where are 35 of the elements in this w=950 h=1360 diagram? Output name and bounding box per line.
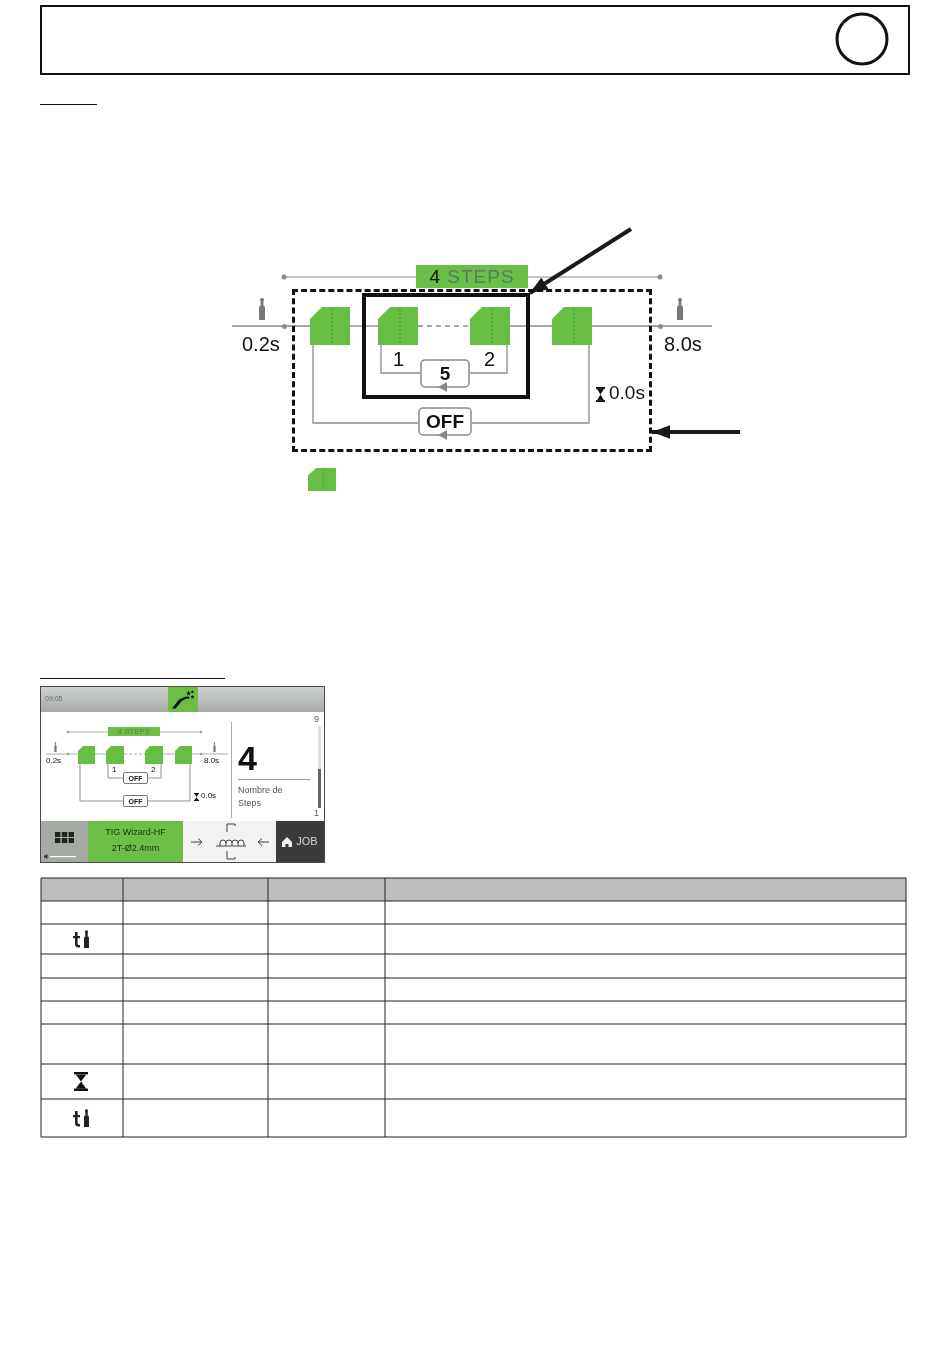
arrow (528, 227, 633, 295)
connector-line (231, 325, 311, 327)
step-number: 1 (393, 349, 405, 369)
duration-label: 0.2s (46, 757, 62, 765)
parameter-name: Nombre de Steps (238, 784, 284, 810)
dashed-frame (292, 289, 652, 452)
electrode-size: 2T-Ø2.4mm (110, 844, 161, 853)
connector-line (349, 325, 379, 327)
duration-label: 0.0s (201, 792, 217, 800)
connector-line (469, 344, 508, 374)
duration-label: 0.0s (609, 383, 645, 402)
step-number: 2 (484, 349, 496, 369)
duration-label: 0.2s (242, 334, 280, 354)
step-block (552, 307, 592, 345)
connector-line (417, 325, 471, 327)
steps-banner: 4 STEPS (416, 265, 528, 288)
connector-line (380, 344, 421, 374)
duration-label: 8.0s (204, 757, 220, 765)
step-block (310, 307, 350, 345)
scale-min: 1 (314, 809, 319, 818)
step-number: 2 (151, 766, 156, 774)
value-readout: 4 (238, 741, 257, 775)
highlight-frame (362, 293, 530, 399)
job-button: JOB (276, 821, 324, 862)
connector-line (471, 344, 590, 424)
connector-line (591, 325, 713, 327)
arrow (652, 425, 740, 439)
scale-max: 9 (314, 715, 319, 724)
duration-label: 8.0s (664, 334, 702, 354)
step-block (470, 307, 510, 345)
connector-line (509, 325, 553, 327)
connector-line (312, 344, 419, 424)
step-number: 1 (112, 766, 117, 774)
step-block (378, 307, 418, 345)
process-name: TIG Wizard-HF (104, 828, 167, 837)
